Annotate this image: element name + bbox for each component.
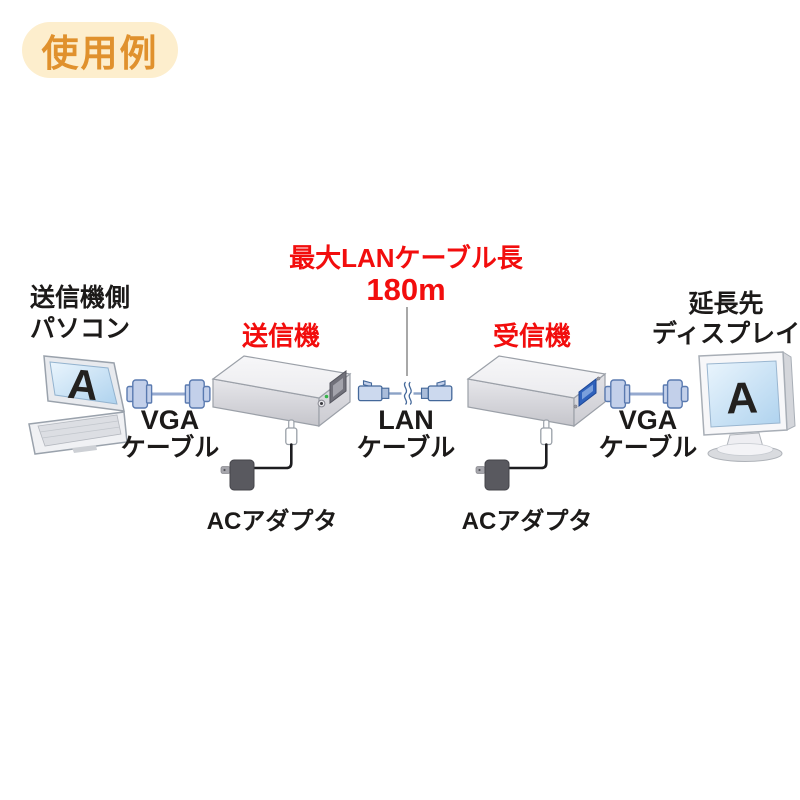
laptop-screen (49, 361, 118, 405)
max-cable-length-text: 最大LANケーブル長 (289, 243, 523, 273)
vga-cable-left-graphic (125, 378, 212, 410)
display-label-line2: ディスプレイ (651, 320, 800, 348)
dc-jack-pin (320, 402, 323, 405)
power-led (324, 394, 329, 399)
laptop-graphic: A (28, 355, 128, 455)
monitor-screen-letter: A (725, 373, 758, 423)
cable-break-mark (403, 381, 408, 405)
vga-cable-right-label: VGA ケーブル (599, 406, 698, 463)
vga-cable-right-label-line1: VGA (618, 405, 678, 435)
lan-cable-label: LAN ケーブル (357, 406, 456, 463)
ac-adapter-right-label: ACアダプタ (461, 508, 593, 535)
max-cable-length-note: 最大LANケーブル長 180m (289, 243, 523, 306)
rj45-plug-right (427, 385, 453, 402)
receiver-box-graphic (467, 355, 606, 427)
laptop-screen-letter: A (66, 360, 100, 409)
monitor-graphic: A (698, 351, 796, 462)
source-pc-label-line1: 送信機側 (30, 284, 131, 312)
rj45-port-inner (333, 378, 343, 397)
rj45-plug-right-tip (420, 387, 430, 399)
ac-adapter-left-graphic (219, 418, 299, 492)
source-pc-label-line2: パソコン (30, 315, 131, 343)
receiver-label: 受信機 (492, 321, 572, 351)
rj45-plug-left-tip (381, 387, 390, 399)
display-label-line1: 延長先 (688, 290, 764, 318)
laptop-trackpad (72, 445, 97, 453)
usage-example-badge: 使用例 (22, 22, 178, 78)
ac-adapter-right-graphic (474, 418, 554, 492)
screw-dot (596, 376, 601, 381)
max-cable-length-value: 180m (366, 272, 446, 307)
source-pc-label: 送信機側 パソコン (30, 283, 130, 345)
transmitter-label: 送信機 (241, 321, 321, 351)
vga-cable-left-label-line2: ケーブル (120, 434, 220, 462)
lan-cable-graphic (357, 380, 453, 405)
vga-cable-right-label-line2: ケーブル (598, 434, 698, 462)
laptop-keyboard (37, 414, 122, 447)
rj45-plug-left (357, 385, 383, 402)
display-label: 延長先 ディスプレイ (652, 289, 800, 349)
lan-cable-label-line2: ケーブル (356, 434, 456, 462)
ac-adapter-left-label: ACアダプタ (206, 508, 338, 535)
vga-cable-right-graphic (603, 378, 690, 410)
vga-port-inner (582, 384, 593, 400)
vga-cable-left-label-line1: VGA (140, 405, 200, 435)
monitor-base-top (716, 443, 774, 456)
vga-cable-left-label: VGA ケーブル (121, 406, 220, 463)
lan-cable-label-line1: LAN (378, 405, 434, 435)
screw-dot (573, 404, 578, 409)
monitor-screen (706, 360, 781, 428)
transmitter-box-graphic (212, 355, 351, 427)
cable-break-mark (408, 381, 412, 405)
